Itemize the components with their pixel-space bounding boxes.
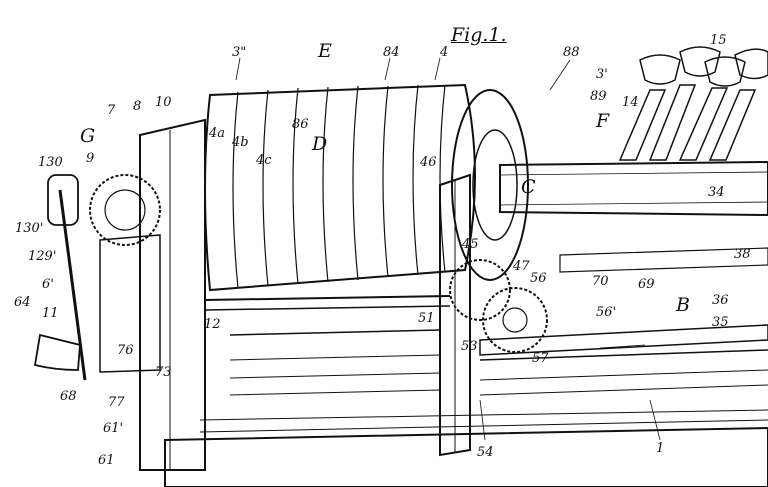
- label-4: 4: [440, 45, 449, 60]
- figure-title: Fig.1.: [451, 24, 507, 46]
- gear-train: [89, 174, 548, 353]
- label-3-prime: 3': [596, 67, 608, 82]
- label-1: 1: [656, 441, 665, 456]
- label-14: 14: [622, 95, 639, 110]
- label-D: D: [312, 133, 328, 155]
- label-46: 46: [420, 155, 437, 170]
- label-130: 130: [38, 155, 63, 170]
- label-76: 76: [117, 343, 134, 358]
- label-89: 89: [590, 89, 607, 104]
- label-4a: 4a: [209, 126, 226, 141]
- label-73: 73: [155, 365, 172, 380]
- base-frame: [164, 349, 768, 487]
- label-36: 36: [712, 293, 729, 308]
- left-frame: [99, 118, 206, 471]
- label-G: G: [80, 125, 96, 147]
- label-56-prime: 56': [596, 305, 617, 320]
- label-12: 12: [204, 317, 221, 332]
- label-10: 10: [155, 95, 172, 110]
- label-34: 34: [708, 185, 725, 200]
- label-8: 8: [133, 99, 142, 114]
- key-levers: [618, 46, 768, 161]
- rack-bar: [479, 247, 768, 356]
- label-35: 35: [712, 315, 729, 330]
- carriage-rails: [204, 295, 451, 396]
- label-F: F: [596, 110, 610, 132]
- main-drum: [204, 83, 529, 292]
- label-7: 7: [107, 103, 116, 118]
- label-6-prime: 6': [42, 277, 54, 292]
- label-129-prime: 129': [28, 249, 57, 264]
- label-61-prime: 61': [103, 421, 124, 436]
- label-47: 47: [513, 259, 530, 274]
- label-45: 45: [462, 237, 479, 252]
- label-38: 38: [734, 247, 751, 262]
- label-86: 86: [292, 117, 309, 132]
- label-53: 53: [461, 339, 478, 354]
- label-54: 54: [477, 445, 494, 460]
- label-68: 68: [60, 389, 77, 404]
- label-9: 9: [86, 151, 95, 166]
- label-4c: 4c: [256, 153, 272, 168]
- label-84: 84: [383, 45, 400, 60]
- label-4b: 4b: [232, 135, 249, 150]
- label-88: 88: [563, 45, 580, 60]
- label-64: 64: [14, 295, 31, 310]
- label-C: C: [521, 176, 536, 198]
- label-3-double-prime: 3": [232, 45, 247, 60]
- label-51: 51: [418, 311, 435, 326]
- label-15: 15: [710, 33, 727, 48]
- main-shaft: [499, 160, 768, 217]
- label-77: 77: [108, 395, 125, 410]
- label-B: B: [676, 294, 690, 316]
- label-57: 57: [532, 351, 549, 366]
- hand-crank: [33, 174, 87, 381]
- label-E: E: [318, 40, 332, 62]
- label-56: 56: [530, 271, 547, 286]
- leader-lines: [235, 57, 661, 441]
- label-69: 69: [638, 277, 655, 292]
- label-70: 70: [592, 274, 609, 289]
- label-11: 11: [42, 306, 59, 321]
- label-61: 61: [98, 453, 115, 468]
- label-130-prime: 130': [15, 221, 44, 236]
